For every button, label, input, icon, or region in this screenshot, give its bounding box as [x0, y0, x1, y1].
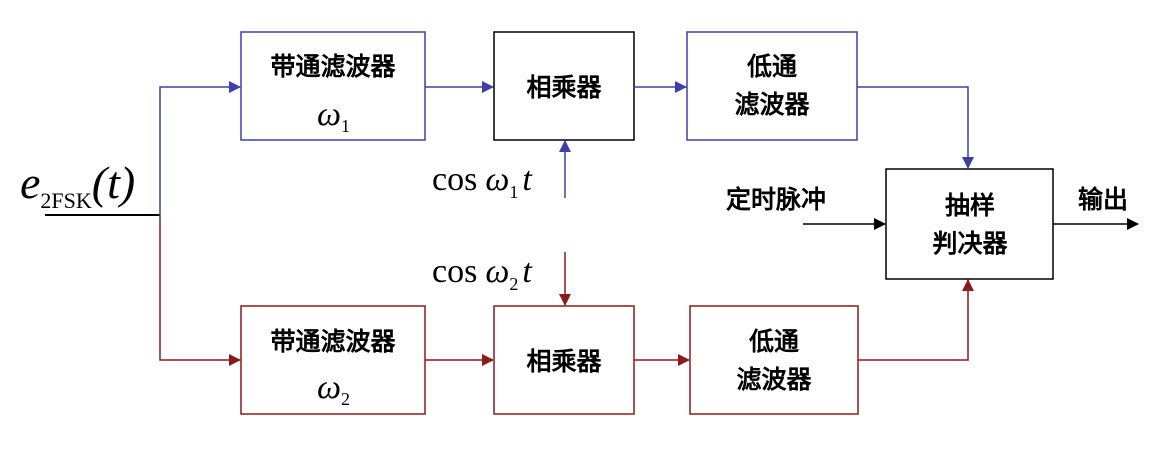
lower-lowpass-line2: 滤波器 [736, 365, 812, 394]
decision-line1: 抽样 [945, 191, 995, 220]
upper-lowpass-filter-box [686, 31, 858, 141]
upper-lowpass-to-decision-connector [857, 86, 974, 169]
lower-bandpass-filter-label: 带通滤波器 [270, 327, 396, 356]
lower-multiplier-box [493, 305, 635, 415]
svg-text:e2FSK(t): e2FSK(t) [20, 157, 135, 213]
lower-bandpass-filter-box [240, 305, 426, 415]
output-label: 输出 [1078, 185, 1128, 214]
decision-line2: 判决器 [932, 229, 1008, 258]
lower-lowpass-line1: 低通 [748, 327, 799, 356]
lower-lowpass-to-decision-connector [858, 279, 974, 361]
input-subscript: 2FSK [40, 188, 91, 213]
decision-section: 抽样 判决器 定时脉冲 输出 [726, 168, 1139, 280]
upper-lowpass-line1: 低通 [746, 52, 797, 81]
upper-bandpass-filter-box [240, 31, 426, 141]
upper-multiplier-label: 相乘器 [526, 73, 602, 102]
input-signal-label: e2FSK(t) [20, 157, 135, 213]
lower-lowpass-filter-box [689, 305, 859, 415]
sampling-decision-box [885, 168, 1054, 280]
upper-bandpass-filter-label: 带通滤波器 [270, 52, 396, 81]
input-argument: (t) [92, 157, 135, 208]
upper-input-connector [159, 81, 241, 215]
upper-bandpass-omega: ω1 [317, 96, 350, 136]
lower-multiplier-label: 相乘器 [526, 347, 602, 376]
lower-input-connector [159, 215, 241, 366]
input-var: e [20, 157, 40, 208]
lower-bandpass-omega: ω2 [317, 369, 350, 409]
upper-lowpass-line2: 滤波器 [734, 90, 810, 119]
timing-pulse-label: 定时脉冲 [726, 185, 826, 214]
